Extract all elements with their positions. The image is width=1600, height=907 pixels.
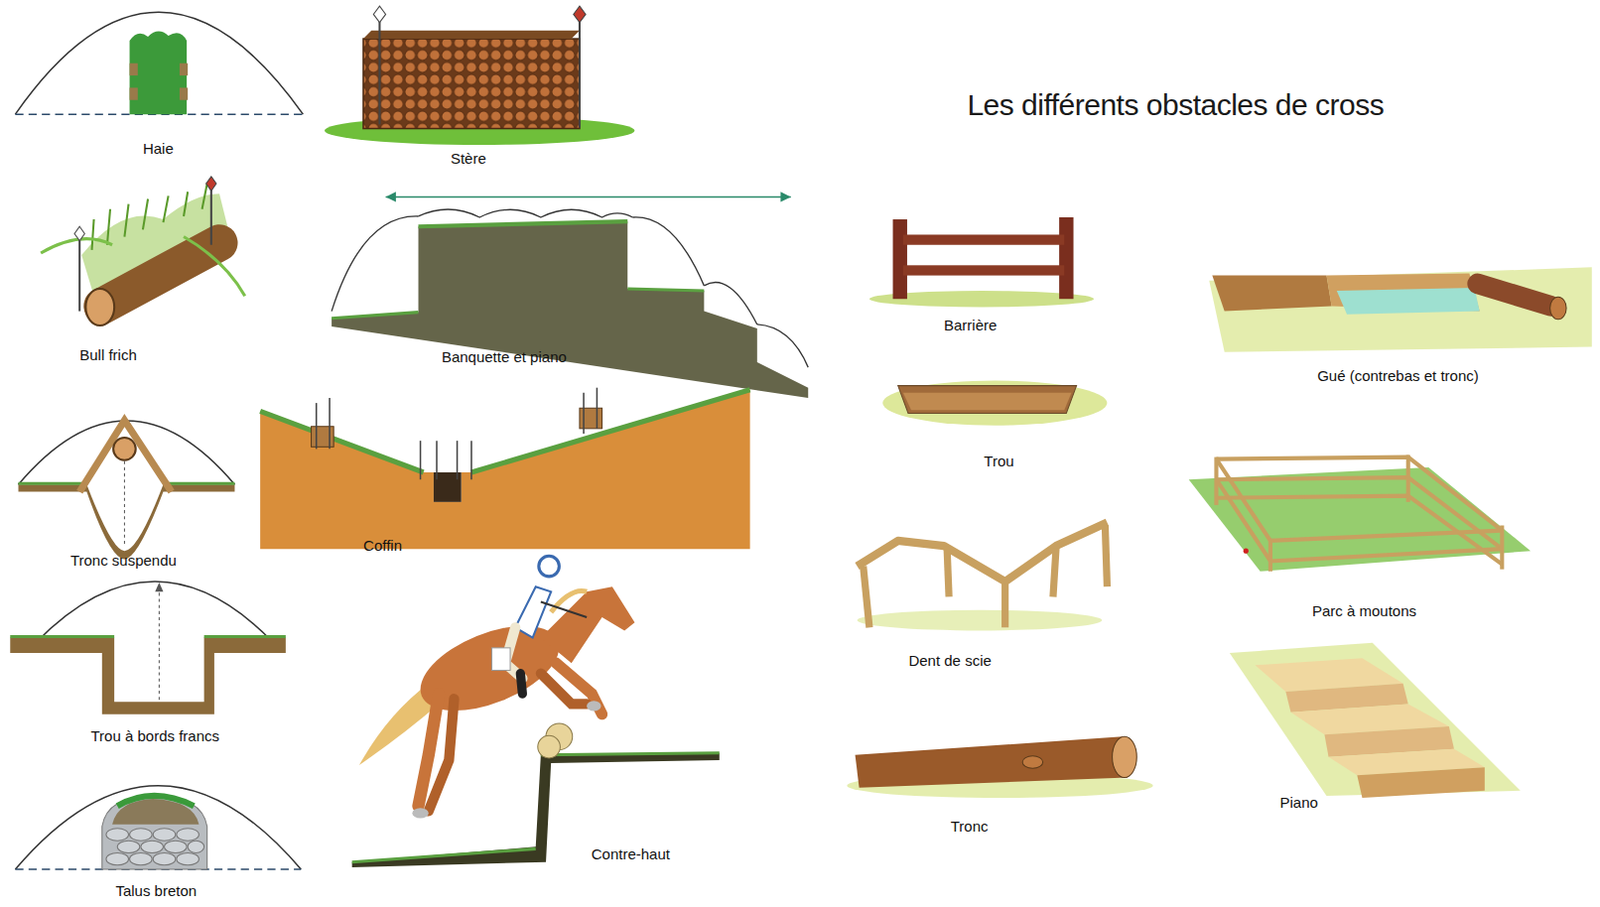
log-illustration: [846, 736, 1153, 799]
bank-and-steps-illustration: [331, 191, 808, 399]
obstacle-name: Banquette et piano: [441, 349, 567, 367]
step-up-illustration: [352, 723, 720, 868]
obstacle-name: Bull frich: [79, 347, 137, 365]
obstacle-name: Barrière: [943, 317, 997, 335]
water-crossing-illustration: [1208, 266, 1593, 352]
obstacle-name: Stère: [450, 150, 487, 168]
open-ditch-illustration: [9, 581, 286, 715]
obstacle-name: Tronc: [950, 818, 989, 836]
rail-fence-illustration: [869, 217, 1094, 307]
obstacle-name: Gué (contrebas et tronc): [1317, 368, 1479, 386]
obstacle-name: Piano: [1280, 795, 1319, 812]
diagram-title: Les différents obstacles de cross: [966, 88, 1384, 123]
horse-and-rider: [359, 555, 636, 818]
steps-illustration: [1229, 643, 1521, 799]
obstacle-name: Talus breton: [115, 882, 197, 900]
zigzag-rails-illustration: [857, 522, 1108, 631]
obstacle-name: Coffin: [363, 537, 402, 555]
obstacle-name: Trou: [983, 452, 1014, 470]
obstacle-name: Dent de scie: [908, 653, 991, 670]
obstacle-name: Parc à moutons: [1312, 603, 1417, 621]
ditch-illustration: [882, 380, 1107, 425]
obstacle-name: Tronc suspendu: [70, 552, 177, 570]
bullfinch-illustration: [40, 176, 246, 326]
stone-bank-illustration: [14, 786, 301, 870]
sheep-pen-illustration: [1189, 455, 1531, 572]
coffin-illustration: [260, 388, 750, 549]
obstacle-name: Contre-haut: [591, 845, 670, 863]
obstacle-name: Trou à bords francs: [91, 728, 221, 746]
woodpile-illustration: [324, 5, 636, 145]
hedge-illustration: [14, 11, 303, 115]
obstacle-name: Haie: [142, 140, 174, 158]
suspended-log-illustration: [18, 420, 236, 560]
